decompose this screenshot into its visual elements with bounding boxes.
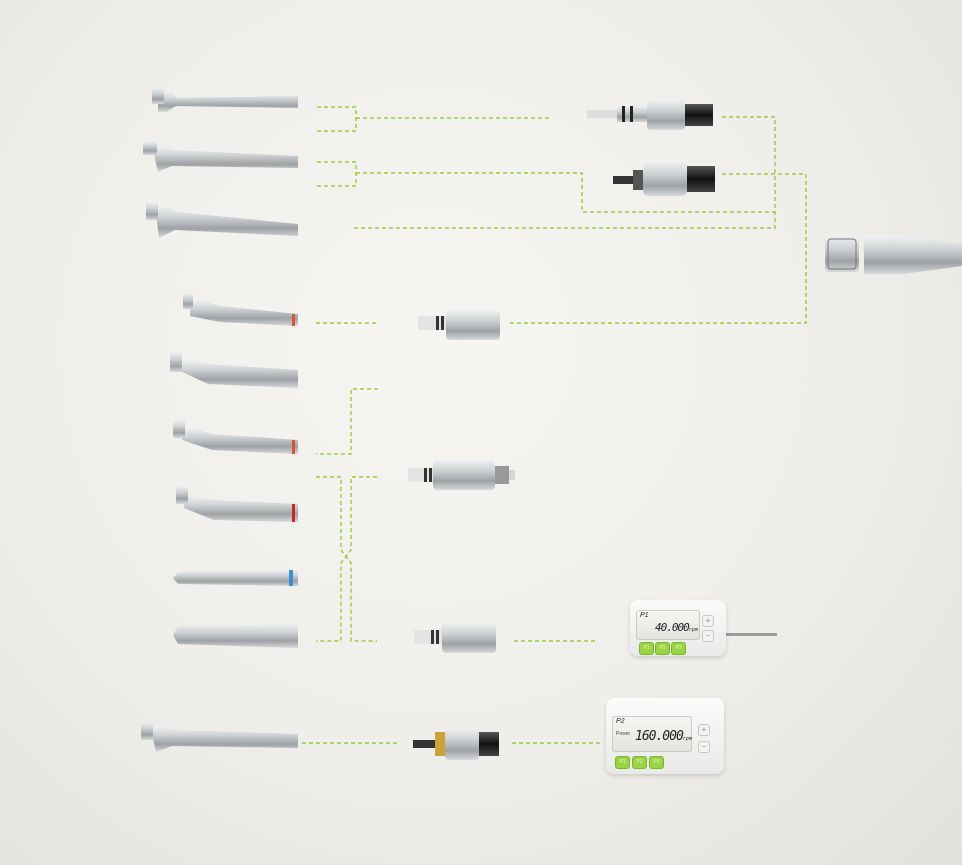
display-2: P2 Power 160.000rpm [612, 716, 692, 752]
handpiece-turbine-1 [152, 88, 298, 112]
power-label: Power [616, 731, 631, 737]
connector-line [317, 161, 775, 213]
handpiece-straight-8 [173, 570, 298, 586]
connector-line [510, 173, 807, 324]
connector-line [317, 106, 552, 132]
connector-line [316, 476, 377, 642]
handpiece-turbine-2 [143, 141, 298, 172]
handpiece-contra-angle-4 [183, 293, 298, 326]
coupling-2 [613, 162, 715, 196]
handpiece-turbine-10 [141, 722, 298, 752]
program-button-3[interactable]: P3 [649, 756, 664, 769]
connector-line [354, 116, 776, 229]
connector-line [316, 476, 377, 642]
connector-lines [302, 106, 807, 744]
plus-button[interactable]: + [702, 615, 714, 627]
speed-value: 40.000rpm [655, 621, 698, 634]
program-button-2[interactable]: P2 [655, 642, 670, 655]
motor-2 [408, 460, 515, 490]
program-button-3[interactable]: P3 [671, 642, 686, 655]
control-unit-2: P2 Power 160.000rpm + − P1 P2 P3 [606, 698, 724, 774]
speed-value: 160.000rpm [635, 729, 692, 744]
handpiece-straight-9 [173, 624, 298, 648]
handpiece-contra-angle-5 [170, 352, 298, 388]
minus-button[interactable]: − [702, 630, 714, 642]
plus-button[interactable]: + [698, 724, 710, 736]
motor-4 [413, 728, 499, 760]
handpiece-contra-angle-6 [173, 420, 298, 454]
handpiece-turbine-3 [146, 202, 298, 238]
connector-line [316, 388, 378, 455]
program-button-1[interactable]: P1 [615, 756, 630, 769]
minus-button[interactable]: − [698, 741, 710, 753]
program-button-1[interactable]: P1 [639, 642, 654, 655]
motor-1 [418, 310, 500, 340]
coupling-1 [587, 100, 713, 130]
display-1: P1 40.000rpm [636, 610, 700, 640]
coupling-3 [825, 236, 962, 274]
motor-3 [414, 623, 496, 653]
program-label: P1 [640, 612, 649, 619]
program-label: P2 [616, 718, 625, 725]
controller-1-cable [725, 633, 777, 636]
control-unit-1: P1 40.000rpm + − P1 P2 P3 [630, 600, 726, 656]
program-button-2[interactable]: P2 [632, 756, 647, 769]
handpiece-contra-angle-7 [176, 486, 298, 522]
